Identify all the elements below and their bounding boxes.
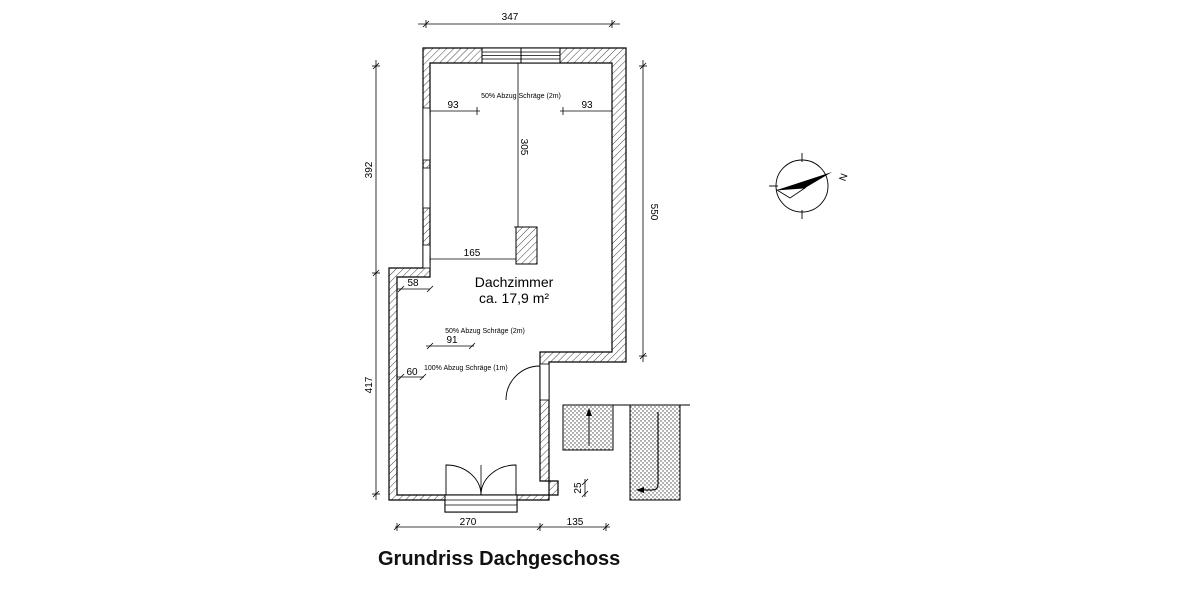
room-name: Dachzimmer xyxy=(475,274,554,290)
entry-door xyxy=(505,363,550,401)
note-slope-top: 50% Abzug Schräge (2m) xyxy=(481,93,561,100)
stairs xyxy=(562,404,690,501)
north-arrow-icon: N xyxy=(769,153,849,219)
dim-inner-left: 93 xyxy=(447,100,459,111)
dim-bottom-left-width: 270 xyxy=(460,517,477,528)
dim-slope-mid: 91 xyxy=(446,335,458,346)
dim-left-upper-height: 392 xyxy=(364,161,375,178)
dim-top-width: 347 xyxy=(502,12,519,23)
dim-to-chimney: 165 xyxy=(464,248,481,259)
left-windows xyxy=(422,107,431,269)
room-area: ca. 17,9 m² xyxy=(479,290,549,306)
dim-inner-right: 93 xyxy=(581,100,593,111)
dim-bottom-right-width: 135 xyxy=(567,517,584,528)
dim-left-lower-height: 417 xyxy=(364,376,375,393)
dim-chimney-depth: 305 xyxy=(518,139,529,156)
note-slope-mid: 50% Abzug Schräge (2m) xyxy=(445,328,525,335)
dim-slope-low: 60 xyxy=(406,367,418,378)
plan-title: Grundriss Dachgeschoss xyxy=(378,548,621,570)
balcony-door xyxy=(444,464,518,513)
chimney xyxy=(515,226,538,265)
dim-step: 25 xyxy=(573,482,584,494)
dimension-lines xyxy=(372,20,647,531)
compass-letter: N xyxy=(836,172,849,183)
top-window xyxy=(481,47,561,64)
note-slope-low: 100% Abzug Schräge (1m) xyxy=(424,365,508,372)
dim-right-height: 550 xyxy=(648,204,659,221)
dim-niche: 58 xyxy=(407,278,419,289)
